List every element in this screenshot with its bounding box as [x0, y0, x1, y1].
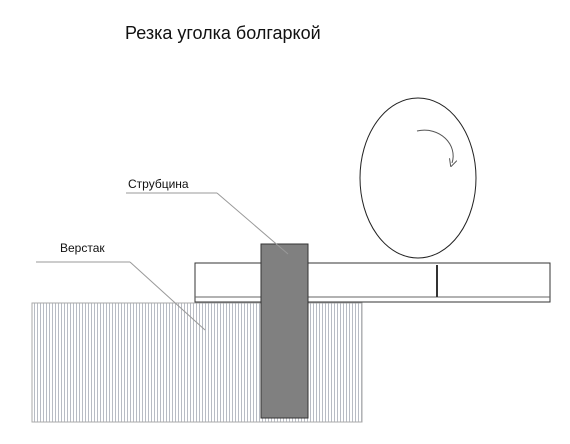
clamp-label-leader-diagonal: [216, 192, 289, 255]
clamp-body: [260, 243, 309, 419]
curved-arrow-icon: [416, 129, 453, 163]
diagram-title: Резка уголка болгаркой: [125, 23, 321, 43]
workbench-label-leader-diagonal: [129, 261, 206, 331]
clamp-label: Струбцина: [128, 177, 189, 191]
angle-bar: [194, 262, 551, 303]
workbench-label: Верстак: [60, 241, 105, 255]
grinder-disc: [359, 97, 477, 259]
workbench-block: [31, 302, 363, 423]
